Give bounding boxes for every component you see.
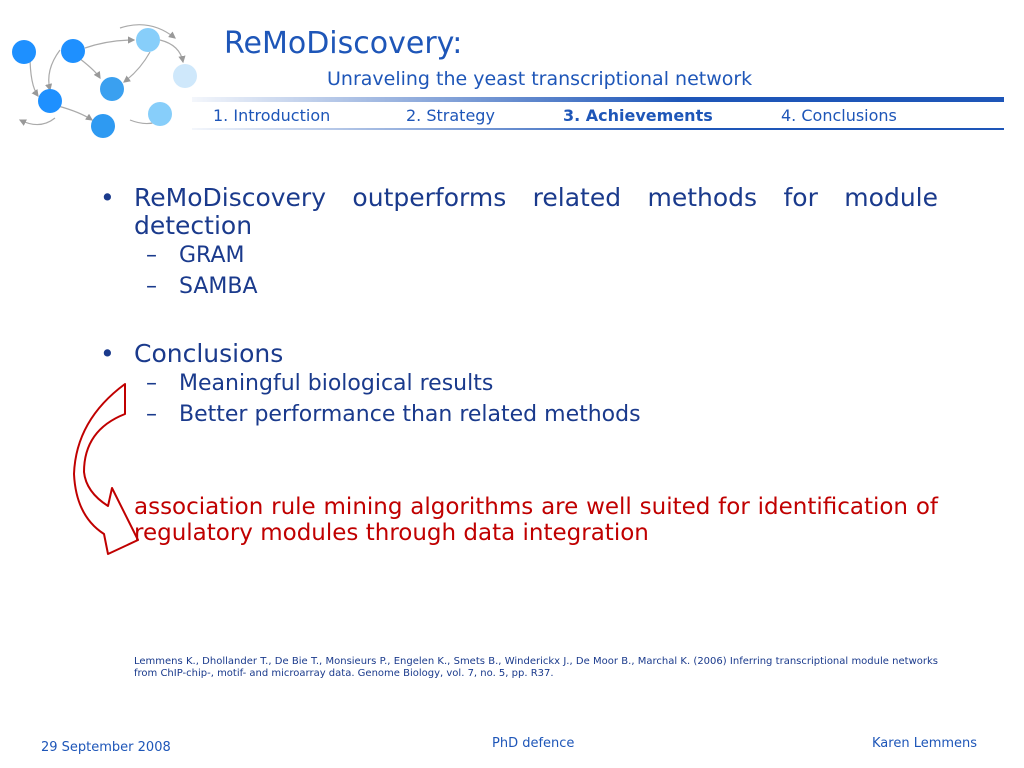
nav-item-conclusions[interactable]: 4. Conclusions [781,106,897,125]
slide-title: ReMoDiscovery: [224,26,463,61]
curved-arrow-icon [73,383,139,555]
reference-citation: Lemmens K., Dhollander T., De Bie T., Mo… [134,656,938,679]
footer-date: 29 September 2008 [41,740,171,755]
sub-bullet-text: SAMBA [179,274,258,299]
bullet-text: Conclusions [134,339,284,368]
sub-bullet-text: Better performance than related methods [179,402,641,427]
footer-center: PhD defence [492,736,575,751]
bullet-mark: • [100,339,115,368]
sub-bullet-item: – SAMBA [146,271,938,302]
spacer [100,302,938,340]
conclusion-highlight: association rule mining algorithms are w… [134,494,938,546]
bullet-item: • Conclusions [100,340,938,368]
sub-bullet-item: – Meaningful biological results [146,368,938,399]
dash-mark: – [146,371,157,396]
sub-bullet-text: GRAM [179,243,245,268]
nav-item-strategy[interactable]: 2. Strategy [406,106,495,125]
bullet-mark: • [100,183,115,212]
slide-subtitle: Unraveling the yeast transcriptional net… [327,68,753,90]
sub-bullet-item: – Better performance than related method… [146,399,938,430]
dash-mark: – [146,274,157,299]
header-rule-top [192,97,1004,102]
bullet-text: ReMoDiscovery outperforms related method… [134,183,938,240]
sub-bullet-item: – GRAM [146,240,938,271]
nav-item-introduction[interactable]: 1. Introduction [213,106,331,125]
footer-author: Karen Lemmens [872,736,978,751]
slide-content: • ReMoDiscovery outperforms related meth… [100,184,938,430]
header-rule-bottom [192,128,1004,130]
dash-mark: – [146,243,157,268]
bullet-item: • ReMoDiscovery outperforms related meth… [100,184,938,240]
sub-bullet-text: Meaningful biological results [179,371,494,396]
nav-item-achievements[interactable]: 3. Achievements [563,106,713,125]
dash-mark: – [146,402,157,427]
network-graph-icon [12,24,197,138]
